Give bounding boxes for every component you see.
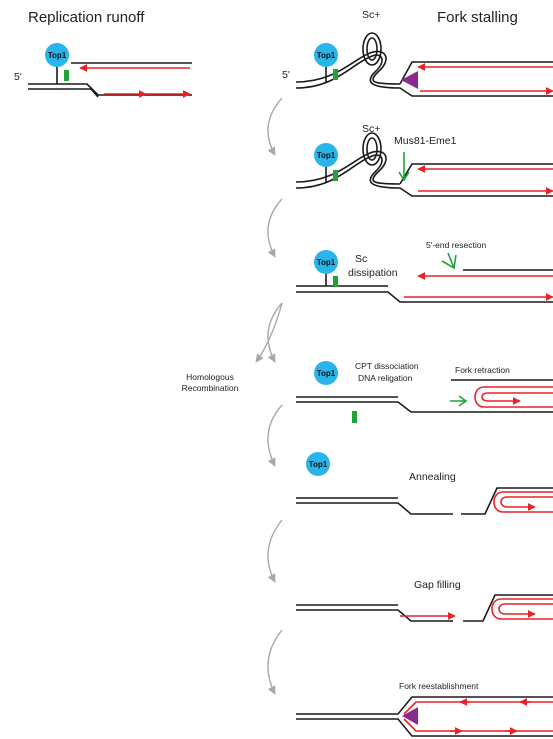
regressed-fork-inner xyxy=(481,392,553,405)
transition-arrow xyxy=(267,198,283,258)
regressed-fork-outer xyxy=(474,386,553,408)
dna-strand xyxy=(296,291,553,303)
cleavage-complex xyxy=(333,69,338,80)
dna-strand xyxy=(296,502,453,515)
supercoil-loop xyxy=(362,132,382,166)
fork-retraction-label: Fork retraction xyxy=(455,365,510,375)
stage-fork-stalling: 5' Top1 Sc+ xyxy=(282,9,553,97)
header-fork-stalling: Fork stalling xyxy=(437,9,518,26)
dna-strand xyxy=(296,696,553,715)
dna-strand xyxy=(399,61,553,85)
gap-filling-label: Gap filling xyxy=(414,579,461,591)
top1-enzyme xyxy=(314,143,338,167)
dna-religation-label: DNA religation xyxy=(358,373,413,383)
supercoil-loop xyxy=(366,37,378,61)
dna-strand xyxy=(295,54,553,97)
top1-label: Top1 xyxy=(309,460,328,469)
nascent-loop-outer xyxy=(493,491,553,513)
top1-label: Top1 xyxy=(317,258,336,267)
top1-label: Top1 xyxy=(317,51,336,60)
mus81-label: Mus81-Eme1 xyxy=(394,135,457,147)
nascent-loop-inner xyxy=(498,603,553,618)
dna-strand xyxy=(295,50,401,85)
cpt-dissociation-label: CPT dissociation xyxy=(355,361,419,371)
cleavage-complex xyxy=(352,411,357,423)
supercoil-loop xyxy=(362,32,382,66)
transition-arrow xyxy=(267,519,283,583)
stage-gap-filling: Gap filling xyxy=(296,579,553,622)
dna-strand xyxy=(399,163,553,185)
dissipation-label: dissipation xyxy=(348,267,398,279)
top1-enzyme xyxy=(314,43,338,67)
sc-label: Sc xyxy=(355,253,367,265)
dna-strand xyxy=(463,594,553,622)
hr-label-line2: Recombination xyxy=(182,383,239,393)
stall-barrier xyxy=(402,707,418,725)
nascent-loop-outer xyxy=(491,598,553,620)
stage-fork-reestablishment: Fork reestablishment xyxy=(296,681,553,737)
transition-arrows xyxy=(255,97,283,695)
top1-label: Top1 xyxy=(48,51,67,60)
annealing-label: Annealing xyxy=(409,471,456,483)
stage-mus81: Top1 Sc+ Mus81-Eme1 xyxy=(295,123,553,197)
nascent-strand xyxy=(403,701,553,715)
cleavage-complex xyxy=(333,276,338,287)
transition-arrow xyxy=(267,302,283,363)
transition-arrow-hr xyxy=(255,302,283,363)
top1-enzyme xyxy=(45,43,69,67)
dna-strand xyxy=(295,150,401,185)
fork-reestablishment-label: Fork reestablishment xyxy=(399,681,479,691)
hr-label-line1: Homologous xyxy=(186,372,234,382)
sc-plus-label: Sc+ xyxy=(362,9,380,21)
stage-annealing: Top1 Annealing xyxy=(296,452,553,515)
transition-arrow xyxy=(267,629,283,695)
nascent-strand xyxy=(403,718,553,732)
cleavage-complex xyxy=(64,70,69,81)
cleavage-complex xyxy=(333,170,338,181)
transition-arrow xyxy=(267,97,283,156)
nuclease-cut-arrow xyxy=(398,152,410,182)
nascent-loop-inner xyxy=(500,496,553,511)
runoff-panel: 5' Top1 xyxy=(14,43,192,98)
resection-arrow xyxy=(441,252,457,270)
top1-label: Top1 xyxy=(317,369,336,378)
transition-arrow xyxy=(267,404,283,467)
resection-label: 5'-end resection xyxy=(426,240,486,250)
stage-fork-retraction: Top1 CPT dissociation DNA religation For… xyxy=(296,361,553,423)
dna-strand xyxy=(461,487,553,515)
supercoil-loop xyxy=(366,137,378,161)
top1-enzyme xyxy=(314,250,338,274)
five-prime-label: 5' xyxy=(14,71,22,83)
retraction-arrow xyxy=(450,395,468,407)
five-prime-label: 5' xyxy=(282,69,290,81)
sc-plus-label: Sc+ xyxy=(362,123,380,135)
dna-strand xyxy=(28,88,99,98)
header-replication-runoff: Replication runoff xyxy=(28,9,145,26)
top1-enzyme xyxy=(314,361,338,385)
top1-label: Top1 xyxy=(317,151,336,160)
stall-barrier xyxy=(401,71,418,89)
dna-strand xyxy=(296,718,553,737)
dna-strand xyxy=(296,401,553,413)
top1-enzyme xyxy=(306,452,330,476)
dna-strand xyxy=(295,154,553,197)
stage-sc-dissipation: Top1 Sc dissipation 5'-end resection xyxy=(296,240,553,303)
